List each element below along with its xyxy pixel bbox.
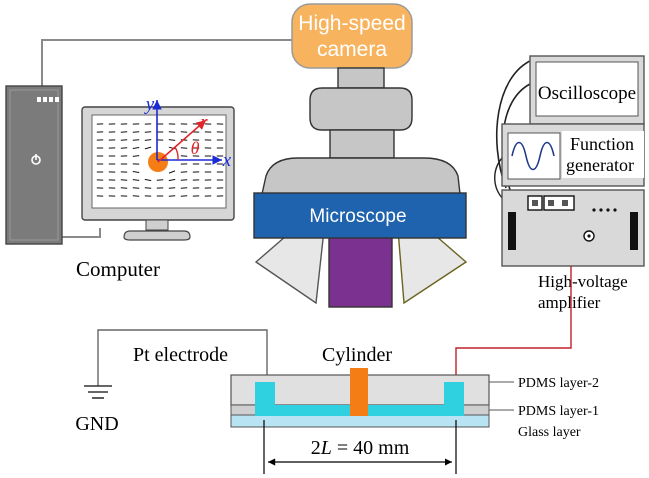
gnd-label: GND [75, 413, 118, 435]
flow-vector [168, 170, 176, 174]
amplifier-knob-icon [583, 230, 595, 242]
glass-layer-label: Glass layer [518, 425, 581, 440]
length-dimension [263, 420, 457, 474]
camera-label-line1: High-speed [298, 12, 405, 35]
amplifier-label-line2: amplifier [538, 293, 601, 312]
axis-r-label: r [200, 112, 208, 133]
computer-tower [5, 85, 63, 245]
computer-label: Computer [76, 257, 160, 281]
length-suffix: = 40 mm [332, 437, 410, 459]
oscilloscope-label: Oscilloscope [538, 83, 636, 104]
flow-vector [168, 178, 176, 182]
layer-leader-lines [489, 381, 514, 411]
high-voltage-amplifier [501, 189, 645, 267]
amplifier-label-line1: High-voltage [538, 272, 628, 291]
function-generator: Function generator [501, 123, 645, 187]
length-label: 2L = 40 mm [311, 437, 410, 459]
microfluidic-chip [230, 368, 490, 428]
flow-vector [132, 179, 140, 181]
axis-y-label: y [144, 94, 155, 115]
flow-vector [180, 171, 188, 173]
flow-vector [168, 139, 176, 141]
camera-computer-cable [41, 39, 292, 86]
flow-vector [132, 171, 140, 173]
function-generator-line2: generator [566, 155, 634, 175]
flow-vector [144, 146, 152, 150]
flow-vector [132, 139, 140, 141]
flow-vector [168, 187, 176, 189]
chip-cylinder [350, 368, 368, 416]
flow-vector [132, 155, 140, 157]
objective-lens [328, 235, 393, 308]
flow-vector [144, 139, 152, 141]
microscope-stage [253, 192, 467, 239]
axis-x-label: x [222, 150, 232, 171]
length-var: L [320, 437, 332, 459]
cylinder-label: Cylinder [322, 344, 392, 366]
sine-wave-icon [511, 141, 555, 171]
length-prefix: 2 [311, 437, 321, 459]
fluid-channel [255, 382, 464, 416]
camera-label-line2: camera [317, 38, 387, 61]
flow-vector [180, 147, 188, 149]
pt-electrode-label: Pt electrode [133, 344, 228, 366]
oscilloscope: Oscilloscope [529, 55, 645, 125]
pdms-layer-2-label: PDMS layer-2 [518, 376, 599, 391]
computer-monitor: y x r θ [81, 94, 235, 241]
pdms-layer-1-label: PDMS layer-1 [518, 404, 599, 419]
function-generator-line1: Function [570, 134, 634, 154]
microscope-body: Microscope [253, 67, 468, 308]
flow-vector [132, 147, 140, 149]
flow-vector [132, 187, 140, 189]
power-icon [31, 154, 41, 165]
flow-vector [144, 187, 152, 189]
axis-theta-label: θ [191, 138, 200, 158]
ground-icon [84, 385, 112, 399]
theta-arc [174, 146, 179, 161]
flow-vector [180, 179, 188, 181]
flow-vector [144, 178, 152, 182]
microscope-label: Microscope [309, 206, 406, 227]
r-axis-arrow [157, 119, 207, 163]
high-speed-camera: High-speed camera [291, 3, 413, 69]
electrode-wires [97, 266, 572, 386]
glass-layer [230, 414, 490, 428]
computer-monitor-cable [62, 228, 101, 238]
